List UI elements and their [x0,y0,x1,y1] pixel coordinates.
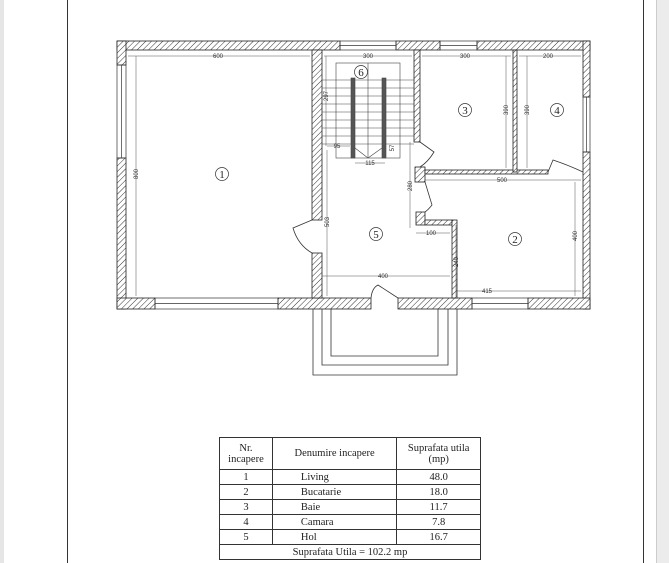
dim-bath-width: 300 [460,54,471,60]
cell-area: 7.8 [396,514,481,530]
dim-hall-height: 503 [325,216,331,227]
total-area: Suprafata Utila = 102.2 mp [219,544,481,560]
cell-area: 48.0 [396,469,481,485]
dim-stair-length: 297 [324,90,330,101]
sheet-border-right [643,0,644,563]
room-marker-2: 2 [512,234,518,246]
sheet-border-left [67,0,68,563]
room-area-table: Nr. incapere Denumire incapere Suprafata… [219,437,481,560]
cell-name: Bucatarie [271,484,398,500]
table-total-row: Suprafata Utila = 102.2 mp [219,544,481,560]
dim-bath-height: 390 [504,104,510,115]
dim-living-width: 600 [213,54,224,60]
dim-pantry-width: 200 [543,54,554,60]
staircase [322,62,414,159]
header-area: Suprafata utila (mp) [396,437,481,470]
walls [116,40,591,310]
table-header-row: Nr. incapere Denumire incapere Suprafata… [219,437,481,470]
room-marker-4: 4 [554,105,560,117]
page-edge-left [0,0,4,563]
cell-name: Camara [271,514,398,530]
dim-kitchen-left: 240 [454,256,460,267]
cell-name: Living [271,469,398,485]
table-row: 2 Bucatarie 18.0 [219,484,481,500]
porch [312,309,458,376]
table-row: 1 Living 48.0 [219,469,481,485]
dim-stair-width: 300 [363,54,374,60]
dimension-lines [128,55,581,296]
cell-area: 16.7 [396,529,481,545]
room-marker-6: 6 [358,67,364,79]
dim-living-height: 800 [134,168,140,179]
cell-nr: 1 [219,469,273,485]
doors [292,141,584,299]
dimension-labels: 600 300 300 200 800 297 390 390 95 57 11… [134,54,579,295]
room-marker-3: 3 [462,105,468,117]
cell-area: 11.7 [396,499,481,515]
windows [116,40,591,310]
room-marker-1: 1 [219,169,225,181]
table-row: 3 Baie 11.7 [219,499,481,515]
table-row: 5 Hol 16.7 [219,529,481,545]
dim-landing-left: 95 [334,144,341,150]
dim-kitchen-height: 400 [573,230,579,241]
cell-nr: 4 [219,514,273,530]
room-markers [215,65,564,246]
dim-pantry-height: 390 [525,104,531,115]
cell-name: Baie [271,499,398,515]
dim-kitchen-top: 500 [497,178,508,184]
cell-nr: 3 [219,499,273,515]
dim-stair-gap: 115 [365,161,375,167]
header-nr: Nr. incapere [219,437,273,470]
dim-hall-door-wall: 280 [408,180,414,191]
room-marker-5: 5 [373,229,379,241]
cell-area: 18.0 [396,484,481,500]
dim-kitchen-bottom: 415 [482,289,493,295]
table-row: 4 Camara 7.8 [219,514,481,530]
cell-nr: 5 [219,529,273,545]
dim-step-width: 100 [426,231,437,237]
cell-nr: 2 [219,484,273,500]
page-edge-right [656,0,669,563]
cell-name: Hol [271,529,398,545]
dim-landing-depth: 57 [390,144,396,151]
header-name: Denumire incapere [271,437,398,470]
dim-hall-width: 400 [378,274,389,280]
